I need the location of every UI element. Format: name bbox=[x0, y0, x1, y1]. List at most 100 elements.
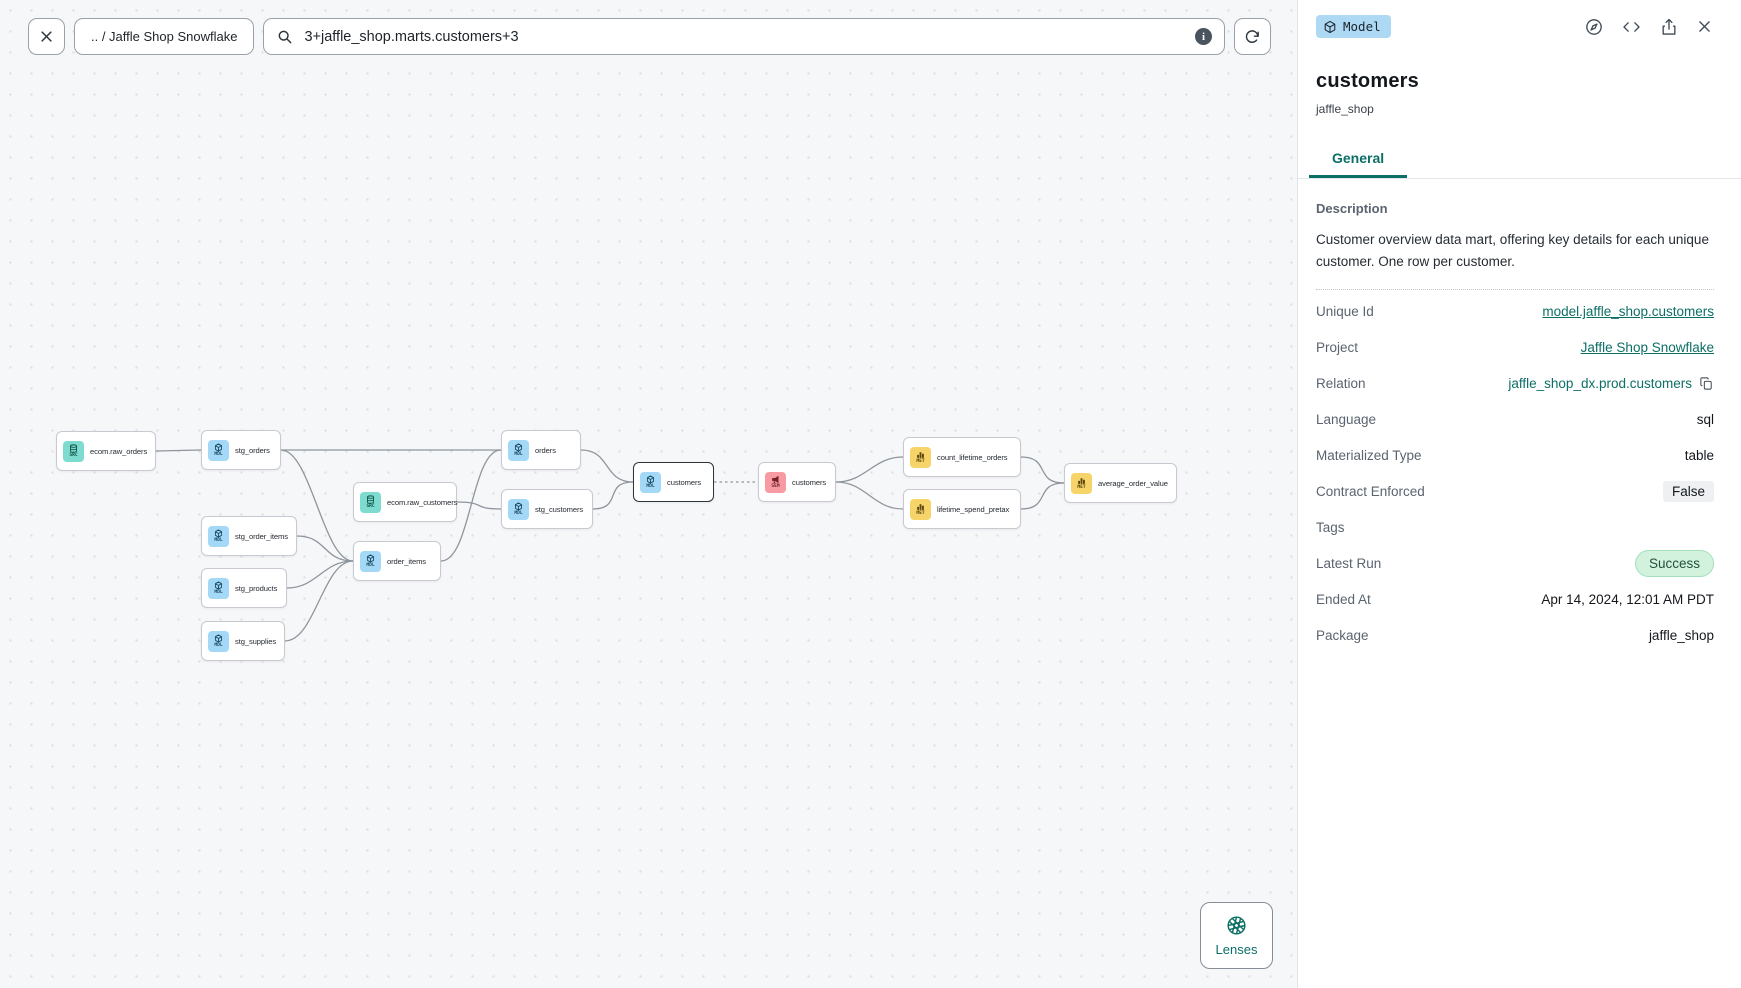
dag-node-order_items[interactable]: MDL order_items bbox=[353, 541, 441, 581]
dag-node-label: orders bbox=[535, 445, 556, 455]
dag-node-label: lifetime_spend_pretax bbox=[937, 504, 1010, 514]
field-value: jaffle_shop_dx.prod.customers bbox=[1508, 376, 1714, 391]
field-label: Language bbox=[1316, 412, 1377, 428]
field-label: Latest Run bbox=[1316, 556, 1382, 572]
dag-node-stg_supplies[interactable]: MDL stg_supplies bbox=[201, 621, 285, 661]
sem-node-icon: SEM bbox=[765, 471, 786, 493]
field-value: table bbox=[1684, 448, 1714, 464]
compass-icon bbox=[1586, 18, 1602, 35]
tab-general[interactable]: General bbox=[1309, 140, 1408, 178]
dag-node-label: stg_customers bbox=[535, 504, 584, 514]
dag-node-orders[interactable]: MDL orders bbox=[501, 430, 581, 470]
search-icon bbox=[279, 30, 292, 43]
dag-node-label: stg_products bbox=[235, 583, 278, 593]
resource-type-badge: Model bbox=[1316, 15, 1391, 38]
src-node-icon: SRC bbox=[360, 491, 381, 513]
field-row-language: Language sql bbox=[1316, 402, 1714, 438]
description-label: Description bbox=[1316, 201, 1388, 216]
lenses-label: Lenses bbox=[1215, 942, 1258, 957]
field-row-materialized-type: Materialized Type table bbox=[1316, 438, 1714, 474]
copy-icon[interactable] bbox=[1699, 376, 1714, 391]
met-node-icon: MET bbox=[1071, 472, 1092, 494]
field-row-ended-at: Ended At Apr 14, 2024, 12:01 AM PDT bbox=[1316, 582, 1714, 618]
field-link[interactable]: model.jaffle_shop.customers bbox=[1542, 304, 1714, 320]
panel-header: Model bbox=[1298, 0, 1741, 38]
view-code-button[interactable] bbox=[1621, 17, 1642, 37]
dag-node-label: stg_supplies bbox=[235, 636, 277, 646]
mdl-node-icon: MDL bbox=[640, 471, 661, 493]
dag-node-lifetime_spend_pretax[interactable]: MET lifetime_spend_pretax bbox=[903, 489, 1021, 529]
share-button[interactable] bbox=[1659, 17, 1679, 37]
panel-content: Description Customer overview data mart,… bbox=[1298, 179, 1741, 654]
src-node-icon: SRC bbox=[63, 440, 84, 462]
mdl-node-icon: MDL bbox=[208, 630, 229, 652]
field-value: jaffle_shop bbox=[1648, 628, 1714, 644]
met-node-icon: MET bbox=[910, 446, 931, 468]
field-value: sql bbox=[1696, 412, 1714, 428]
panel-header-icons bbox=[1584, 17, 1713, 37]
panel-tabs: General bbox=[1298, 140, 1741, 179]
search-input[interactable] bbox=[302, 27, 1186, 46]
field-label: Relation bbox=[1316, 376, 1366, 392]
field-row-unique-id: Unique Id model.jaffle_shop.customers bbox=[1316, 294, 1714, 330]
close-lineage-button[interactable] bbox=[28, 18, 65, 55]
dag-node-stg_products[interactable]: MDL stg_products bbox=[201, 568, 287, 608]
info-icon[interactable]: i bbox=[1195, 28, 1212, 45]
field-label: Materialized Type bbox=[1316, 448, 1422, 464]
latest-run-status-badge: Success bbox=[1634, 550, 1714, 578]
field-label: Unique Id bbox=[1316, 304, 1374, 320]
mdl-node-icon: MDL bbox=[508, 439, 529, 461]
field-label: Contract Enforced bbox=[1316, 484, 1425, 500]
field-value: False bbox=[1662, 481, 1714, 503]
lineage-search: i bbox=[263, 18, 1225, 55]
dag-node-raw_customers[interactable]: SRC ecom.raw_customers bbox=[353, 482, 457, 522]
mdl-node-icon: MDL bbox=[208, 525, 229, 547]
explore-button[interactable] bbox=[1584, 17, 1604, 37]
dag-node-stg_order_items[interactable]: MDL stg_order_items bbox=[201, 516, 297, 556]
page-title: customers bbox=[1316, 70, 1419, 92]
field-value: Success bbox=[1634, 550, 1714, 578]
met-node-icon: MET bbox=[910, 498, 931, 520]
details-panel: Model customers jaffle_shop General Desc… bbox=[1297, 0, 1741, 988]
panel-title-block: customers jaffle_shop bbox=[1298, 70, 1741, 116]
breadcrumb[interactable]: .. / Jaffle Shop Snowflake bbox=[74, 18, 255, 55]
dag-node-label: average_order_value bbox=[1098, 478, 1168, 488]
relation-value: jaffle_shop_dx.prod.customers bbox=[1508, 376, 1692, 392]
dag-node-stg_customers[interactable]: MDL stg_customers bbox=[501, 489, 593, 529]
mdl-node-icon: MDL bbox=[208, 439, 229, 461]
field-link[interactable]: Jaffle Shop Snowflake bbox=[1580, 340, 1714, 356]
close-icon bbox=[1699, 21, 1710, 32]
field-label: Tags bbox=[1316, 520, 1345, 536]
dag-node-average_order_value[interactable]: MET average_order_value bbox=[1064, 463, 1177, 503]
mdl-node-icon: MDL bbox=[208, 577, 229, 599]
lens-aperture-icon bbox=[1227, 916, 1246, 935]
field-value: Apr 14, 2024, 12:01 AM PDT bbox=[1541, 592, 1714, 608]
field-value: model.jaffle_shop.customers bbox=[1542, 304, 1714, 319]
package-subtitle: jaffle_shop bbox=[1316, 102, 1374, 116]
lenses-button[interactable]: Lenses bbox=[1200, 902, 1273, 969]
dag-node-label: order_items bbox=[387, 556, 426, 566]
resource-type-label: Model bbox=[1343, 19, 1381, 34]
refresh-button[interactable] bbox=[1234, 18, 1271, 55]
dag-node-label: ecom.raw_customers bbox=[387, 497, 458, 507]
mdl-node-icon: MDL bbox=[360, 550, 381, 572]
description-text: Customer overview data mart, offering ke… bbox=[1316, 229, 1714, 290]
mdl-node-icon: MDL bbox=[508, 498, 529, 520]
field-row-relation: Relation jaffle_shop_dx.prod.customers bbox=[1316, 366, 1714, 402]
field-label: Ended At bbox=[1316, 592, 1371, 608]
lineage-toolbar: .. / Jaffle Shop Snowflake i bbox=[28, 18, 1271, 55]
close-icon bbox=[41, 31, 52, 42]
share-icon bbox=[1662, 18, 1676, 35]
close-panel-button[interactable] bbox=[1696, 18, 1713, 35]
dag-node-label: stg_order_items bbox=[235, 531, 288, 541]
field-value: Jaffle Shop Snowflake bbox=[1581, 340, 1714, 355]
